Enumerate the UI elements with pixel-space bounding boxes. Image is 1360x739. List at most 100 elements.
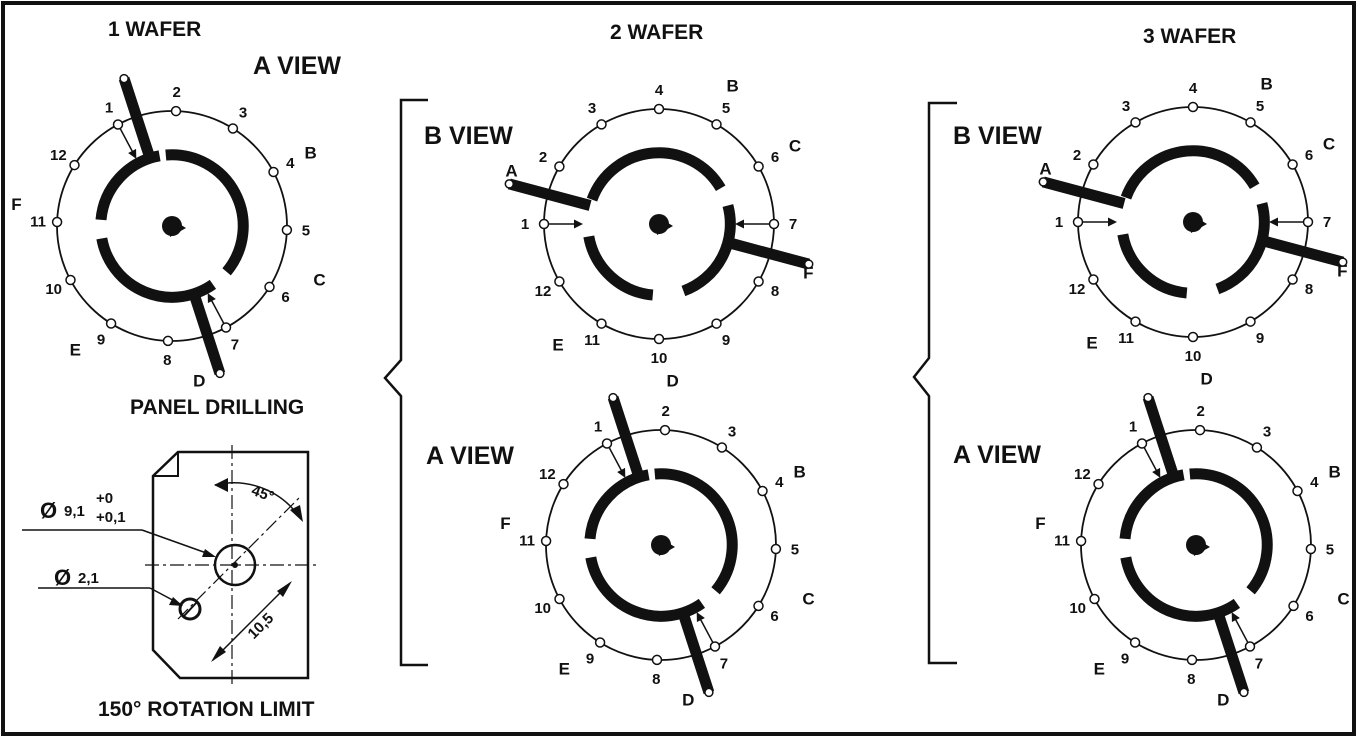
contact-arrow xyxy=(119,127,137,159)
position-label: 10 xyxy=(534,600,551,617)
position-label: 2 xyxy=(539,149,547,166)
position-label: 7 xyxy=(1255,655,1263,672)
locating-hole-slash xyxy=(183,601,198,617)
terminal-label: C xyxy=(1337,590,1349,609)
view-label-2-a: A VIEW xyxy=(426,442,514,470)
main-hole-center xyxy=(232,562,238,568)
position-label: 5 xyxy=(1326,542,1334,559)
position-label: 12 xyxy=(1074,466,1091,483)
contact-point xyxy=(1251,442,1263,453)
contact-point xyxy=(659,424,671,436)
terminal-arm xyxy=(1260,235,1345,268)
terminal-label: E xyxy=(1094,660,1105,679)
contact-point xyxy=(1072,216,1084,228)
rotor-segment xyxy=(1117,233,1188,299)
position-label: 12 xyxy=(539,466,556,483)
contact-point xyxy=(227,123,239,134)
rotor-segment xyxy=(1189,468,1273,595)
contact-point xyxy=(538,218,550,230)
position-label: 11 xyxy=(1118,330,1134,347)
position-label: 3 xyxy=(728,423,736,440)
position-label: 10 xyxy=(1069,600,1086,617)
contact-point xyxy=(1287,274,1298,285)
position-label: 9 xyxy=(586,651,594,668)
contact-point xyxy=(753,600,764,612)
rotor-segment xyxy=(681,204,736,297)
terminal-hole xyxy=(504,179,515,189)
position-label: 2 xyxy=(173,84,181,101)
dial-hub-flat xyxy=(1192,536,1210,556)
distance-dim-line xyxy=(212,582,291,661)
terminal-label: B xyxy=(727,76,739,95)
position-label: 7 xyxy=(231,336,239,353)
terminal-hole xyxy=(704,687,714,698)
position-label: 10 xyxy=(1185,348,1202,365)
angle-arrow-end xyxy=(290,505,303,522)
position-label: 6 xyxy=(1305,147,1313,164)
rotor-segment xyxy=(1119,469,1185,540)
distance-arrow-2 xyxy=(277,581,292,597)
terminal-hole xyxy=(1337,257,1348,267)
position-label: 12 xyxy=(50,147,67,164)
position-label: 1 xyxy=(1129,419,1137,436)
panel-corner-fold xyxy=(153,452,179,477)
position-label: 1 xyxy=(1055,214,1063,231)
locating-hole xyxy=(178,597,202,621)
terminal-hole xyxy=(215,368,225,379)
contact-point xyxy=(162,335,174,347)
rotor-segment xyxy=(95,150,161,221)
contact-point xyxy=(220,322,232,333)
contact-point xyxy=(596,119,607,130)
contact-point xyxy=(1302,216,1314,228)
rotor-segment xyxy=(583,235,654,301)
position-label: 7 xyxy=(789,216,797,233)
centerline-diagonal xyxy=(177,496,301,620)
rotor-segment xyxy=(585,556,706,622)
contact-arrow xyxy=(1143,446,1161,478)
dial-hub-flat xyxy=(655,215,673,235)
terminal-label: F xyxy=(11,195,21,214)
position-label: 3 xyxy=(1122,98,1130,115)
position-label: 9 xyxy=(1121,651,1129,668)
rotor-segment xyxy=(584,469,650,540)
terminal-label: C xyxy=(1323,135,1335,154)
terminal-label: F xyxy=(1035,514,1045,533)
brace-wafer-3 xyxy=(912,101,957,665)
terminal-label: B xyxy=(1261,74,1273,93)
panel-drilling-drawing: Ø 9,1 +0 +0,1 Ø 2,1 45° 10,5 xyxy=(22,445,318,688)
contact-arrow xyxy=(696,612,714,644)
contact-arrow xyxy=(207,293,225,325)
locating-hole-dia: 2,1 xyxy=(78,570,99,587)
contact-point xyxy=(709,641,721,652)
terminal-arm xyxy=(188,292,226,376)
contact-point xyxy=(268,166,279,178)
rotor-segment xyxy=(1120,556,1241,622)
contact-point xyxy=(1194,424,1206,436)
terminal-arm xyxy=(1041,176,1126,209)
terminal-hole xyxy=(608,392,618,403)
rotor-segment xyxy=(96,237,217,303)
position-label: 8 xyxy=(1305,281,1313,298)
contact-point xyxy=(596,318,607,329)
position-label: 3 xyxy=(239,104,247,121)
position-label: 4 xyxy=(1310,474,1319,491)
position-label: 1 xyxy=(105,100,113,117)
leader-main-hole-2 xyxy=(141,529,213,556)
contact-point xyxy=(753,161,764,172)
position-label: 4 xyxy=(655,82,664,99)
position-label: 12 xyxy=(535,283,552,300)
position-label: 2 xyxy=(1197,403,1205,420)
terminal-label: E xyxy=(70,341,81,360)
position-label: 6 xyxy=(1305,608,1313,625)
contact-arrow xyxy=(608,446,626,478)
terminal-arm xyxy=(726,237,811,270)
terminal-arm xyxy=(607,395,645,479)
rotor-segment xyxy=(165,149,249,276)
contact-point xyxy=(1186,654,1198,666)
contact-arrow xyxy=(1231,612,1249,644)
position-label: 6 xyxy=(281,289,289,306)
terminal-label: D xyxy=(193,372,205,391)
